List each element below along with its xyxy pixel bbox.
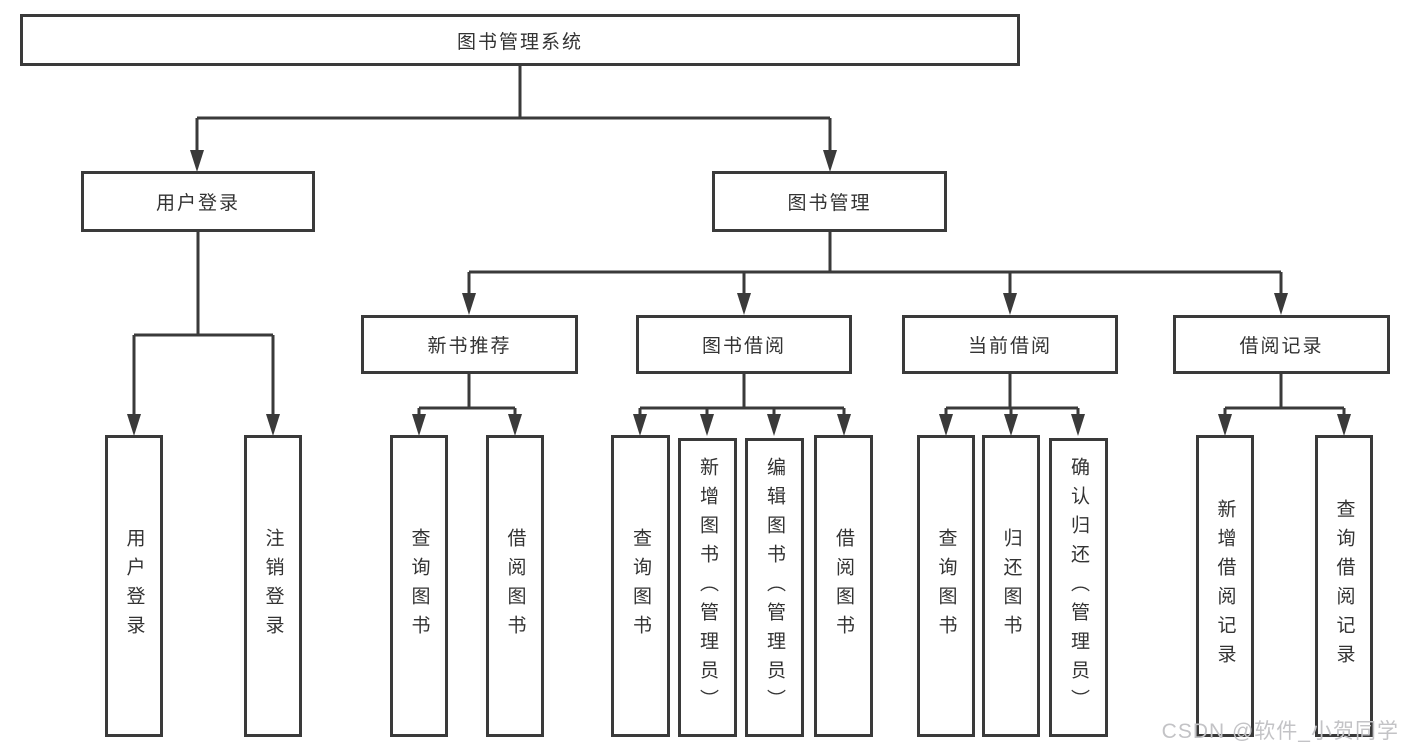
leaf-recommend-query-books: 查询图书	[390, 435, 448, 737]
leaf-edit-book-admin: 编辑图书（管理员）	[745, 438, 804, 737]
leaf-borrow-query-books: 查询图书	[611, 435, 670, 737]
leaf-user-login: 用户登录	[105, 435, 163, 737]
node-borrow-records: 借阅记录	[1173, 315, 1390, 374]
node-book-management: 图书管理	[712, 171, 947, 232]
leaf-borrow-books: 借阅图书	[814, 435, 873, 737]
node-root-system: 图书管理系统	[20, 14, 1020, 66]
node-user-login: 用户登录	[81, 171, 315, 232]
node-current-borrow: 当前借阅	[902, 315, 1118, 374]
leaf-current-query-books: 查询图书	[917, 435, 975, 737]
leaf-confirm-return-admin: 确认归还（管理员）	[1049, 438, 1108, 737]
leaf-add-borrow-record: 新增借阅记录	[1196, 435, 1254, 737]
node-new-book-recommend: 新书推荐	[361, 315, 578, 374]
leaf-add-book-admin: 新增图书（管理员）	[678, 438, 737, 737]
node-book-borrow: 图书借阅	[636, 315, 852, 374]
leaf-return-books: 归还图书	[982, 435, 1040, 737]
csdn-watermark: CSDN @软件_小贺同学	[1161, 720, 1399, 743]
leaf-recommend-borrow-books: 借阅图书	[486, 435, 544, 737]
leaf-query-borrow-record: 查询借阅记录	[1315, 435, 1373, 737]
leaf-logout: 注销登录	[244, 435, 302, 737]
